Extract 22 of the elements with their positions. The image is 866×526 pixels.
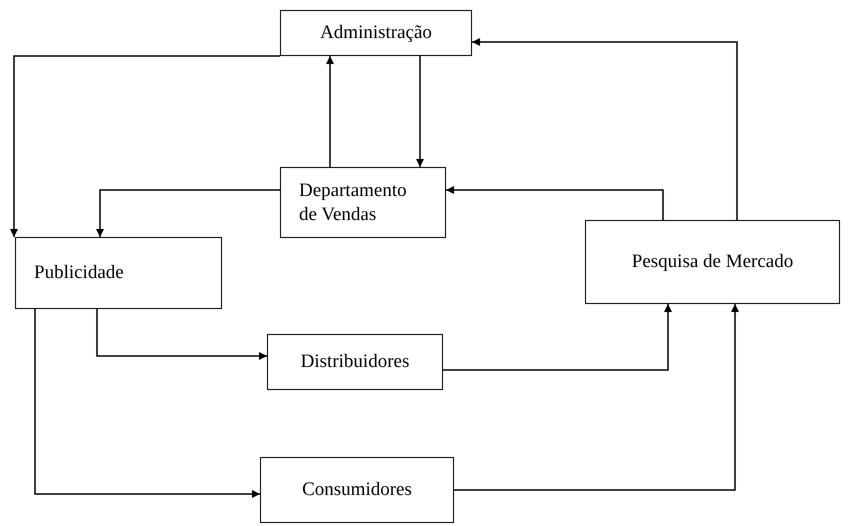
box-label: Publicidade: [34, 261, 124, 285]
box-label: Distribuidores: [300, 350, 410, 374]
arrow: [446, 186, 664, 220]
process-box: [280, 10, 472, 56]
process-box: [280, 167, 446, 238]
process-box: [15, 237, 222, 309]
arrow: [96, 309, 267, 360]
box-label: Administração: [320, 21, 432, 45]
arrow: [10, 55, 280, 237]
arrow: [326, 56, 334, 167]
process-box: [585, 220, 840, 304]
process-box: [267, 334, 443, 390]
arrow: [443, 304, 672, 371]
arrow: [416, 56, 424, 167]
arrow: [96, 189, 280, 237]
arrow: [454, 304, 739, 491]
box-label: Departamento de Vendas: [299, 178, 408, 226]
box-label: Consumidores: [302, 478, 412, 502]
box-label: Pesquisa de Mercado: [632, 250, 794, 274]
arrow: [472, 38, 738, 220]
arrow: [34, 309, 260, 498]
process-box: [260, 457, 454, 523]
